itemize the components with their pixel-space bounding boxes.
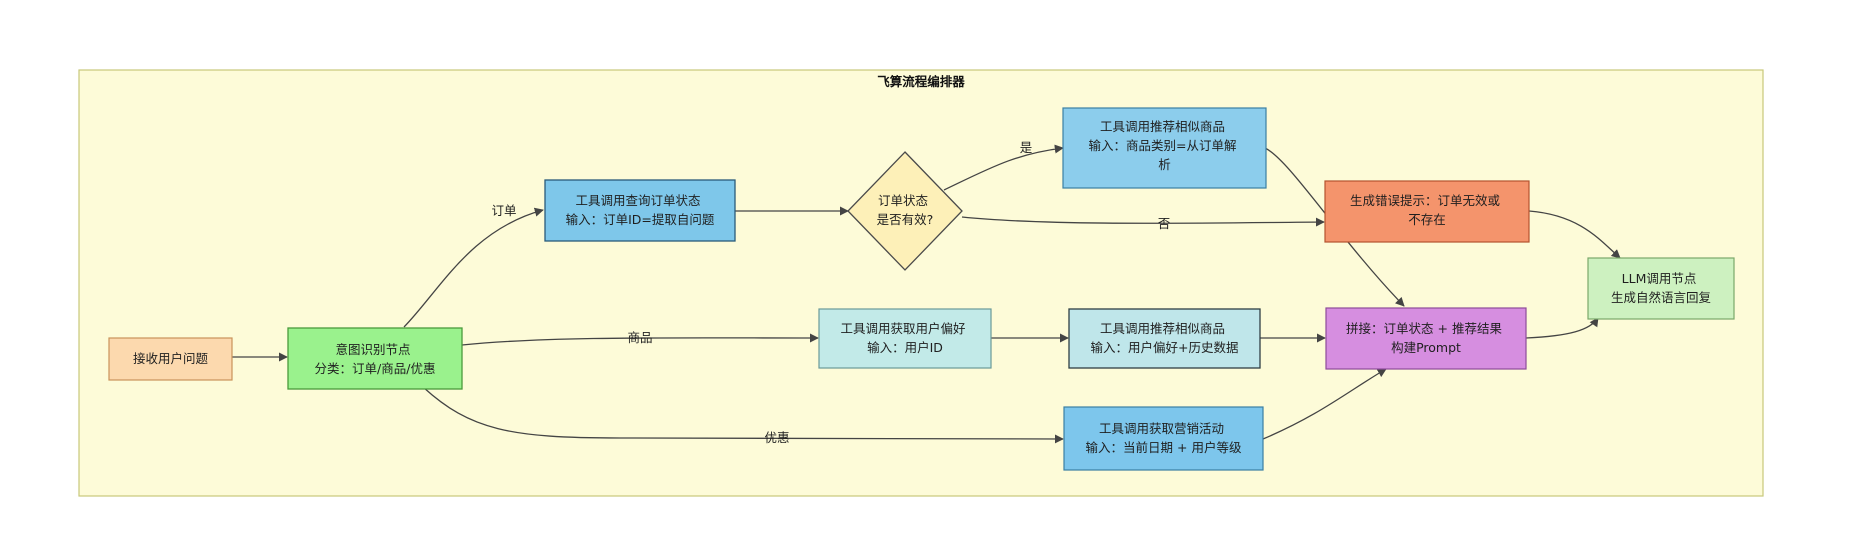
node-box <box>1324 180 1530 243</box>
node-intent-recognition[interactable]: 意图识别节点 分类：订单/商品/优惠 <box>287 327 463 390</box>
node-label: 工具调用推荐相似商品 输入：用户偏好+历史数据 <box>1091 321 1239 355</box>
node-box <box>108 337 233 381</box>
edges <box>232 144 1621 444</box>
node-label: 意图识别节点 分类：订单/商品/优惠 <box>315 342 436 376</box>
node-label-line-1: 拼接：订单状态 + 推荐结果 <box>1346 321 1502 336</box>
decision-diamond <box>847 151 963 271</box>
flow-frame: 飞算流程编排器 <box>78 69 1764 497</box>
node-label: 工具调用获取用户偏好 输入：用户ID <box>841 321 970 355</box>
edge-concat-llm <box>1525 317 1599 339</box>
node-label: 拼接：订单状态 + 推荐结果 构建Prompt <box>1346 321 1506 355</box>
node-query-order-status[interactable]: 工具调用查询订单状态 输入：订单ID=提取自问题 <box>544 179 736 242</box>
node-box <box>287 327 463 390</box>
node-label: 工具调用推荐相似商品 输入：商品类别=从订单解 析 <box>1089 119 1241 172</box>
node-label-line-1: 接收用户问题 <box>133 351 209 366</box>
node-label-line-2: 是否有效? <box>877 212 934 227</box>
node-label-line-1: 意图识别节点 <box>336 342 411 357</box>
node-llm-call[interactable]: LLM调用节点 生成自然语言回复 <box>1587 257 1735 320</box>
node-recommend-similar-by-preference[interactable]: 工具调用推荐相似商品 输入：用户偏好+历史数据 <box>1068 308 1261 369</box>
node-label-line-2: 输入：订单ID=提取自问题 <box>566 212 715 227</box>
edge-label-no: 否 <box>1158 216 1171 231</box>
node-label-line-1: 生成错误提示：订单无效或 <box>1350 193 1501 208</box>
node-box <box>1063 406 1264 471</box>
node-box <box>1062 107 1267 189</box>
node-label-line-2: 构建Prompt <box>1391 340 1461 355</box>
node-error-tip[interactable]: 生成错误提示：订单无效或 不存在 <box>1324 180 1530 243</box>
node-concat-prompt[interactable]: 拼接：订单状态 + 推荐结果 构建Prompt <box>1325 307 1527 370</box>
node-label-line-1: 工具调用获取用户偏好 <box>841 321 966 336</box>
edge-label-promo: 优惠 <box>764 430 789 445</box>
node-get-marketing-activity[interactable]: 工具调用获取营销活动 输入：当前日期 + 用户等级 <box>1063 406 1264 471</box>
edge-intent-get-pref <box>461 333 819 346</box>
node-label: 工具调用获取营销活动 输入：当前日期 + 用户等级 <box>1086 421 1242 455</box>
edge-label-order: 订单 <box>491 203 516 218</box>
edge-error-llm <box>1528 210 1621 259</box>
frame-title: 飞算流程编排器 <box>877 74 965 89</box>
edge-label-product: 商品 <box>627 330 652 345</box>
node-label-line-1: 工具调用推荐相似商品 <box>1100 321 1225 336</box>
node-label-line-1: 工具调用查询订单状态 <box>576 193 701 208</box>
frame-background <box>78 69 1764 497</box>
node-label: 接收用户问题 <box>133 351 209 366</box>
node-label-line-1: 工具调用获取营销活动 <box>1099 421 1224 436</box>
edge-intent-marketing <box>422 386 1064 444</box>
node-order-valid-decision[interactable]: 订单状态 是否有效? <box>847 151 963 271</box>
node-recommend-similar-by-category[interactable]: 工具调用推荐相似商品 输入：商品类别=从订单解 析 <box>1062 107 1267 189</box>
node-box <box>1587 257 1735 320</box>
edge-labels: 订单 商品 优惠 是 否 <box>491 140 1170 445</box>
node-box <box>1325 307 1527 370</box>
node-label-line-1: 订单状态 <box>878 193 928 208</box>
edge-valid-no-error <box>961 216 1325 227</box>
node-get-user-preference[interactable]: 工具调用获取用户偏好 输入：用户ID <box>818 308 992 369</box>
edge-marketing-concat <box>1262 368 1387 440</box>
node-label-line-2: 输入：用户ID <box>867 340 943 355</box>
node-label-line-3: 析 <box>1158 157 1171 172</box>
edge-intent-query-order <box>403 207 544 328</box>
node-box <box>818 308 992 369</box>
node-label: 订单状态 是否有效? <box>877 193 934 227</box>
node-label-line-2: 输入：用户偏好+历史数据 <box>1091 340 1239 355</box>
node-label: 工具调用查询订单状态 输入：订单ID=提取自问题 <box>566 193 715 227</box>
node-receive-user-question[interactable]: 接收用户问题 <box>108 337 233 381</box>
edge-recommend-a-concat <box>1264 147 1405 307</box>
node-label-line-1: 工具调用推荐相似商品 <box>1100 119 1225 134</box>
node-label-line-2: 输入：当前日期 + 用户等级 <box>1086 440 1242 455</box>
node-label-line-2: 不存在 <box>1408 212 1446 227</box>
node-box <box>544 179 736 242</box>
node-label-line-2: 输入：商品类别=从订单解 <box>1089 138 1237 153</box>
node-label: LLM调用节点 生成自然语言回复 <box>1611 271 1712 305</box>
node-box <box>1068 308 1261 369</box>
edge-valid-yes-recommend-a <box>943 144 1064 191</box>
node-label: 生成错误提示：订单无效或 不存在 <box>1350 193 1504 227</box>
node-label-line-2: 分类：订单/商品/优惠 <box>315 361 436 376</box>
node-label-line-1: LLM调用节点 <box>1622 271 1697 286</box>
edge-label-yes: 是 <box>1020 140 1033 155</box>
node-label-line-2: 生成自然语言回复 <box>1611 290 1712 305</box>
